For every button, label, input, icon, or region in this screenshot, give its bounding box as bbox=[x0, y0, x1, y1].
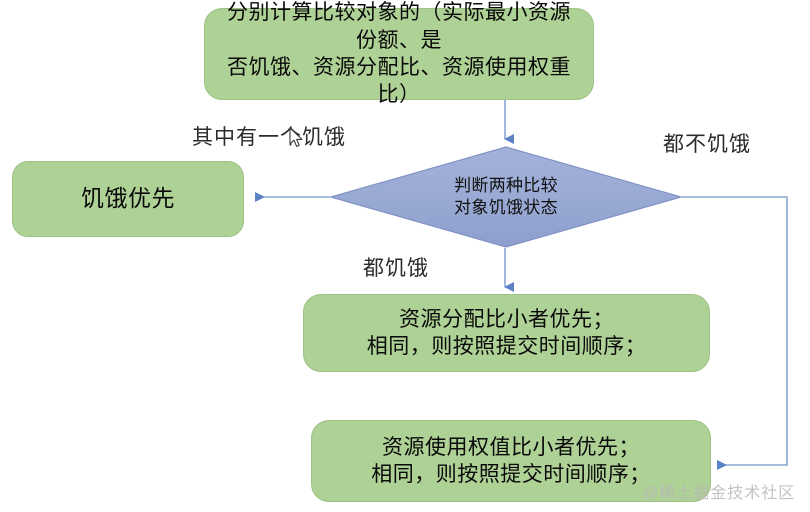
edge-label-one-hungry: 其中有一个饥饿 bbox=[192, 126, 346, 149]
outcome-node-alloc-ratio: 资源分配比小者优先； 相同，则按照提交时间顺序； bbox=[303, 294, 710, 372]
decision-node-label: 判断两种比较 对象饥饿状态 bbox=[454, 176, 558, 217]
mouse-cursor-icon bbox=[289, 127, 303, 147]
outcome-node-weight-ratio: 资源使用权值比小者优先； 相同，则按照提交时间顺序； bbox=[311, 420, 711, 502]
edge-label-none-hungry: 都不饥饿 bbox=[663, 133, 751, 156]
decision-node-hunger-state: 判断两种比较 对象饥饿状态 bbox=[330, 146, 682, 248]
process-node-compute-metrics: 分别计算比较对象的（实际最小资源份额、是 否饥饿、资源分配比、资源使用权重比） bbox=[204, 1, 594, 106]
diamond-shape bbox=[330, 146, 682, 248]
edge-label-both-hungry: 都饥饿 bbox=[363, 257, 429, 280]
watermark-text: @稀土掘金技术社区 bbox=[642, 485, 796, 502]
outcome-node-hungry-priority: 饥饿优先 bbox=[12, 161, 244, 237]
